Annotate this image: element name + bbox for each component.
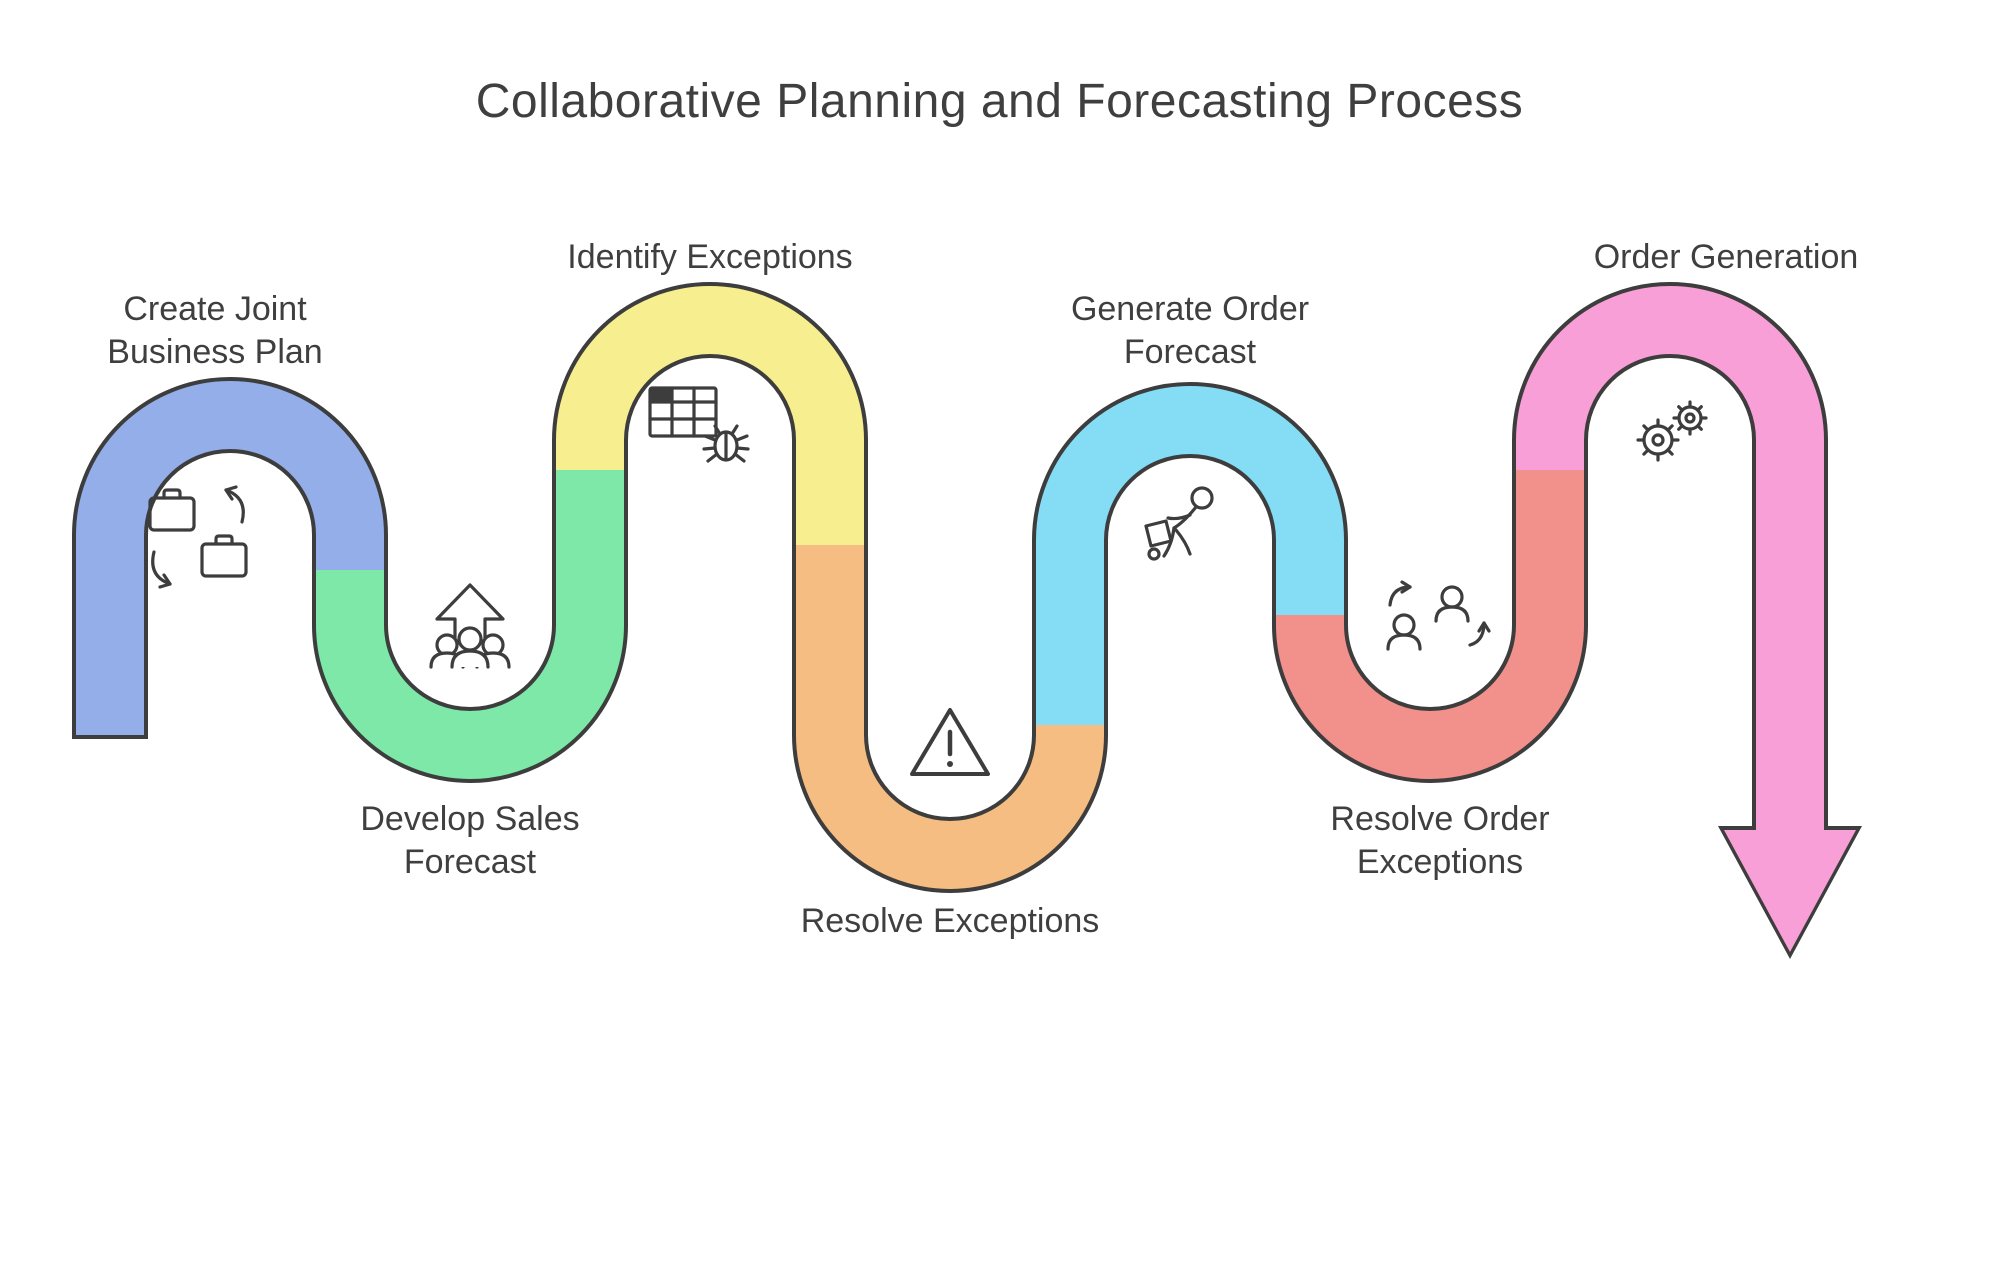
ribbon-segment-identify-exceptions [556,286,864,545]
people-sync-icon [1386,580,1491,651]
team-growth-arrow-icon [429,583,511,669]
step-label-order-generation: Order Generation [1593,238,1859,276]
ribbon-segment-order-generation [1516,286,1824,838]
ribbon-segment-resolve-order-exceptions [1276,470,1584,779]
ribbon-segment-develop-sales-forecast [316,470,624,779]
step-label-resolve-order-exceptions: Resolve Order Exceptions [1330,800,1550,881]
gears-icon [1636,400,1708,462]
briefcase-exchange-icon [148,485,248,589]
step-label-identify-exceptions: Identify Exceptions [567,238,853,276]
ribbon-segment-generate-order-forecast [1036,386,1344,725]
person-cart-icon [1144,486,1214,561]
step-label-resolve-exceptions: Resolve Exceptions [800,902,1100,940]
warning-triangle-icon [910,708,990,776]
diagram-title: Collaborative Planning and Forecasting P… [475,75,1524,128]
ribbon-segment-create-joint-business-plan [76,381,384,735]
table-bug-icon [648,386,750,463]
step-label-create-joint-business-plan: Create Joint Business Plan [107,290,323,371]
step-label-generate-order-forecast: Generate Order Forecast [1070,290,1310,371]
step-label-develop-sales-forecast: Develop Sales Forecast [360,800,580,881]
ribbon-segment-resolve-exceptions [796,545,1104,889]
flow-end-arrowhead [1724,830,1856,952]
